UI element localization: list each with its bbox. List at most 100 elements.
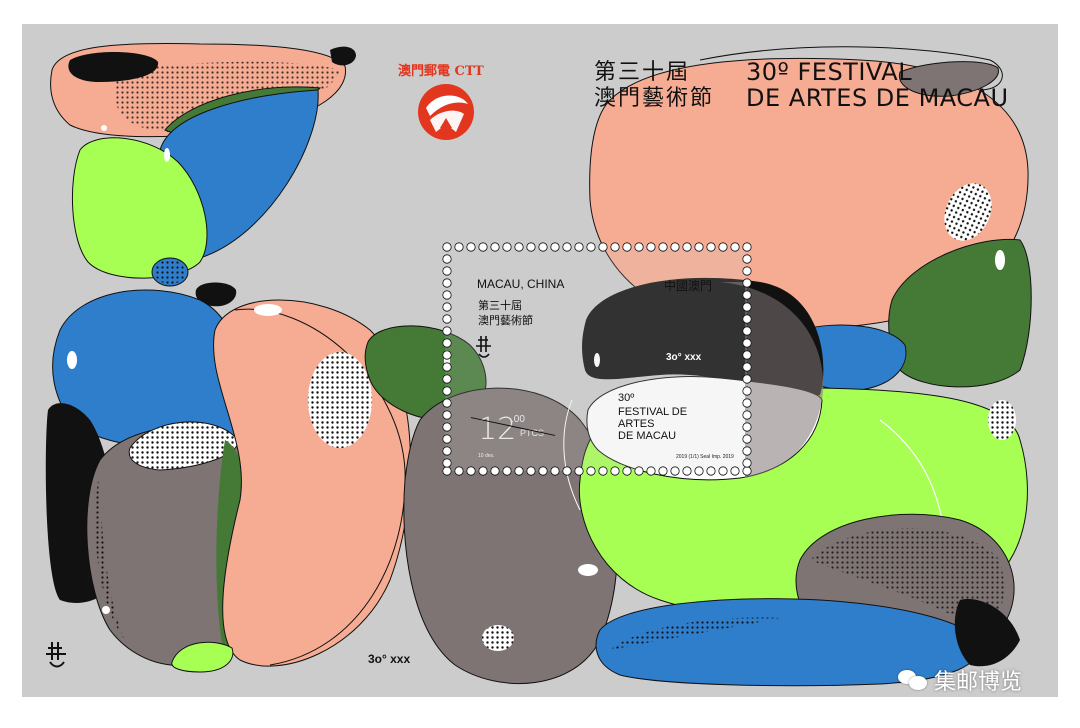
perforation-hole (574, 466, 584, 476)
perforation-hole (742, 410, 752, 420)
perforation-hole (706, 466, 716, 476)
ctt-logo (418, 84, 474, 140)
perforation-hole (742, 302, 752, 312)
perforation-hole (442, 398, 452, 408)
stamp-value-decimal: .00 (511, 414, 525, 425)
blob-grey-right-low-dots (810, 528, 1004, 630)
perforation-hole (742, 350, 752, 360)
perforation-hole (634, 242, 644, 252)
perforation-hole (502, 466, 512, 476)
blob-salmon-tall-dots (308, 352, 372, 448)
perforation-hole (442, 278, 452, 288)
stamp-country-zh: 中國澳門 (664, 279, 713, 293)
perforation-hole (442, 446, 452, 456)
perforation-hole (718, 466, 728, 476)
perforation-hole (622, 242, 632, 252)
artist-signature-stamp (476, 336, 491, 358)
highlight-3 (101, 125, 107, 131)
perforation-hole (442, 374, 452, 384)
perforation-hole (442, 338, 452, 348)
blob-grey-top-right (898, 61, 999, 97)
perforation-hole (538, 242, 548, 252)
perforation-hole (742, 466, 752, 476)
perforation-hole (586, 466, 596, 476)
thin-arc-center (563, 399, 581, 511)
blob-blue-bottom-dots (610, 617, 780, 650)
highlight-1 (67, 351, 77, 369)
perforation-hole (670, 466, 680, 476)
perforation-hole (694, 242, 704, 252)
highlight-8 (594, 353, 600, 367)
perforation-hole (742, 338, 752, 348)
perforation-hole (646, 466, 656, 476)
stamp-motif: 3o° xxx (666, 352, 702, 363)
perforation-hole (478, 242, 488, 252)
header-title-en-line1: 30º FESTIVAL (746, 58, 913, 86)
perforation-hole (442, 362, 452, 372)
blob-black-small-top (330, 46, 356, 66)
perforation-hole (466, 466, 476, 476)
chat-bubble-icon (898, 668, 928, 692)
perforation-hole (562, 242, 572, 252)
header-title-en-line2: DE ARTES DE MACAU (746, 84, 1009, 112)
perforation-hole (442, 254, 452, 264)
highlight-7 (995, 250, 1005, 270)
perforation-hole (742, 398, 752, 408)
stamp-currency: PTCS (520, 428, 545, 438)
perforation-hole (742, 290, 752, 300)
perforation-hole (742, 254, 752, 264)
perforation-hole (574, 242, 584, 252)
perforation-hole (682, 242, 692, 252)
perforation-hole (742, 266, 752, 276)
perforation-hole (442, 266, 452, 276)
perforation-hole (742, 278, 752, 288)
perforation-hole (442, 242, 452, 252)
stamp-note: 10 des. (478, 453, 495, 459)
blob-black-bottom-right (954, 599, 1020, 667)
blob-green-right-dots (988, 400, 1016, 440)
perforation-hole (442, 466, 452, 476)
perforation-hole (562, 466, 572, 476)
stamp-printer: 2019 (1/1) Seal Imp. 2019 (676, 454, 734, 460)
watermark-text: 集邮博览 (934, 670, 1023, 695)
perforation-hole (454, 242, 464, 252)
header-title-zh-line1: 第三十屆 (594, 60, 691, 85)
stamp-title-en-line2: FESTIVAL DE (618, 406, 688, 418)
blob-green-left (72, 137, 208, 279)
perforation-hole (742, 362, 752, 372)
perforation-hole (706, 242, 716, 252)
stamp-title-zh-line1: 第三十屆 (478, 299, 522, 312)
perforation-hole (598, 242, 608, 252)
perforation-hole (742, 314, 752, 324)
perforation-hole (550, 242, 560, 252)
blob-black-pill-mid (195, 282, 237, 307)
perforation-hole (622, 466, 632, 476)
perforation-hole (442, 386, 452, 396)
blob-salmon-tall-rim (234, 308, 406, 666)
perforation-hole (742, 446, 752, 456)
perforation-hole (730, 242, 740, 252)
highlight-5 (254, 304, 282, 316)
perforation-hole (694, 466, 704, 476)
stamp-title-zh-line2: 澳門藝術節 (478, 314, 533, 327)
perforation-hole (442, 290, 452, 300)
perforation-hole (742, 386, 752, 396)
perforation-hole (682, 466, 692, 476)
perforation-hole (442, 326, 452, 336)
perforation-hole (730, 466, 740, 476)
perforation-hole (742, 458, 752, 468)
perforation-hole (478, 466, 488, 476)
perforation-hole (514, 466, 524, 476)
perforation-hole (586, 242, 596, 252)
perforation-hole (538, 466, 548, 476)
stamp-area (445, 247, 747, 471)
perforation-hole (526, 242, 536, 252)
blob-grey-center-dots (482, 625, 514, 651)
perforation-hole (442, 302, 452, 312)
perforation-hole (442, 350, 452, 360)
stamp-title-en-line4: DE MACAU (618, 430, 677, 442)
perforation-hole (742, 374, 752, 384)
highlight-6 (578, 564, 598, 576)
artist-signature-bottom-left (46, 642, 66, 668)
